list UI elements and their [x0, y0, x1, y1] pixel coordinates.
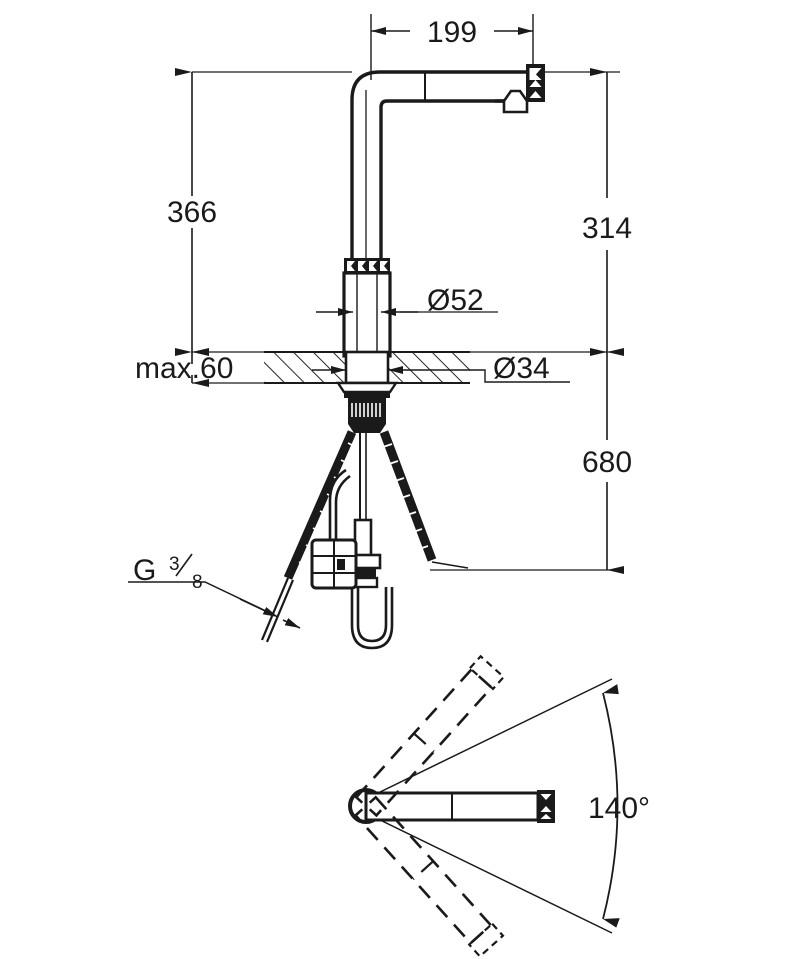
countertop [264, 350, 470, 385]
thread-label-g: G [133, 554, 156, 587]
mounting-flange [335, 381, 399, 398]
spout-end-cap [526, 64, 545, 102]
dim-label-314: 314 [582, 212, 632, 245]
supply-hose-assembly [260, 430, 469, 650]
elevation-view: 199 [128, 14, 632, 650]
counterweight [310, 538, 358, 590]
dim-label-199: 199 [427, 16, 477, 49]
dim-label-d34: Ø34 [493, 352, 550, 385]
swivel-angle-arc [602, 684, 620, 928]
thread-numerator: 3 [169, 554, 180, 575]
threaded-shank [348, 398, 386, 433]
spout-plan-dashed-lower [353, 795, 505, 958]
dim-label-680: 680 [582, 446, 632, 479]
dim-total-height: 366 [167, 68, 352, 356]
spout-plan-solid [364, 790, 555, 823]
base-collar [344, 258, 390, 273]
dim-label-max60: max.60 [135, 352, 233, 385]
dim-counter-thickness: max.60 [135, 348, 264, 387]
dim-label-d52: Ø52 [427, 284, 484, 317]
callout-thread-g38: G 3 8 [128, 553, 301, 629]
base-cylinder [342, 271, 392, 358]
dim-hose-length: 680 [430, 348, 632, 574]
spout-plan-cap [537, 790, 555, 823]
dim-height-above-counter: 314 [470, 68, 632, 356]
dim-label-140deg: 140° [588, 792, 650, 825]
spout-plan-dashed-upper [354, 654, 506, 818]
plan-swivel-view: 140° [348, 654, 650, 958]
spout-nub [502, 89, 529, 114]
dim-label-366: 366 [167, 196, 217, 229]
dim-hole-diameter: Ø34 [312, 352, 570, 385]
thread-denominator: 8 [192, 572, 203, 593]
dim-body-diameter: Ø52 [316, 284, 498, 317]
spout-assembly [350, 64, 545, 275]
dim-spout-reach: 199 [370, 14, 534, 80]
